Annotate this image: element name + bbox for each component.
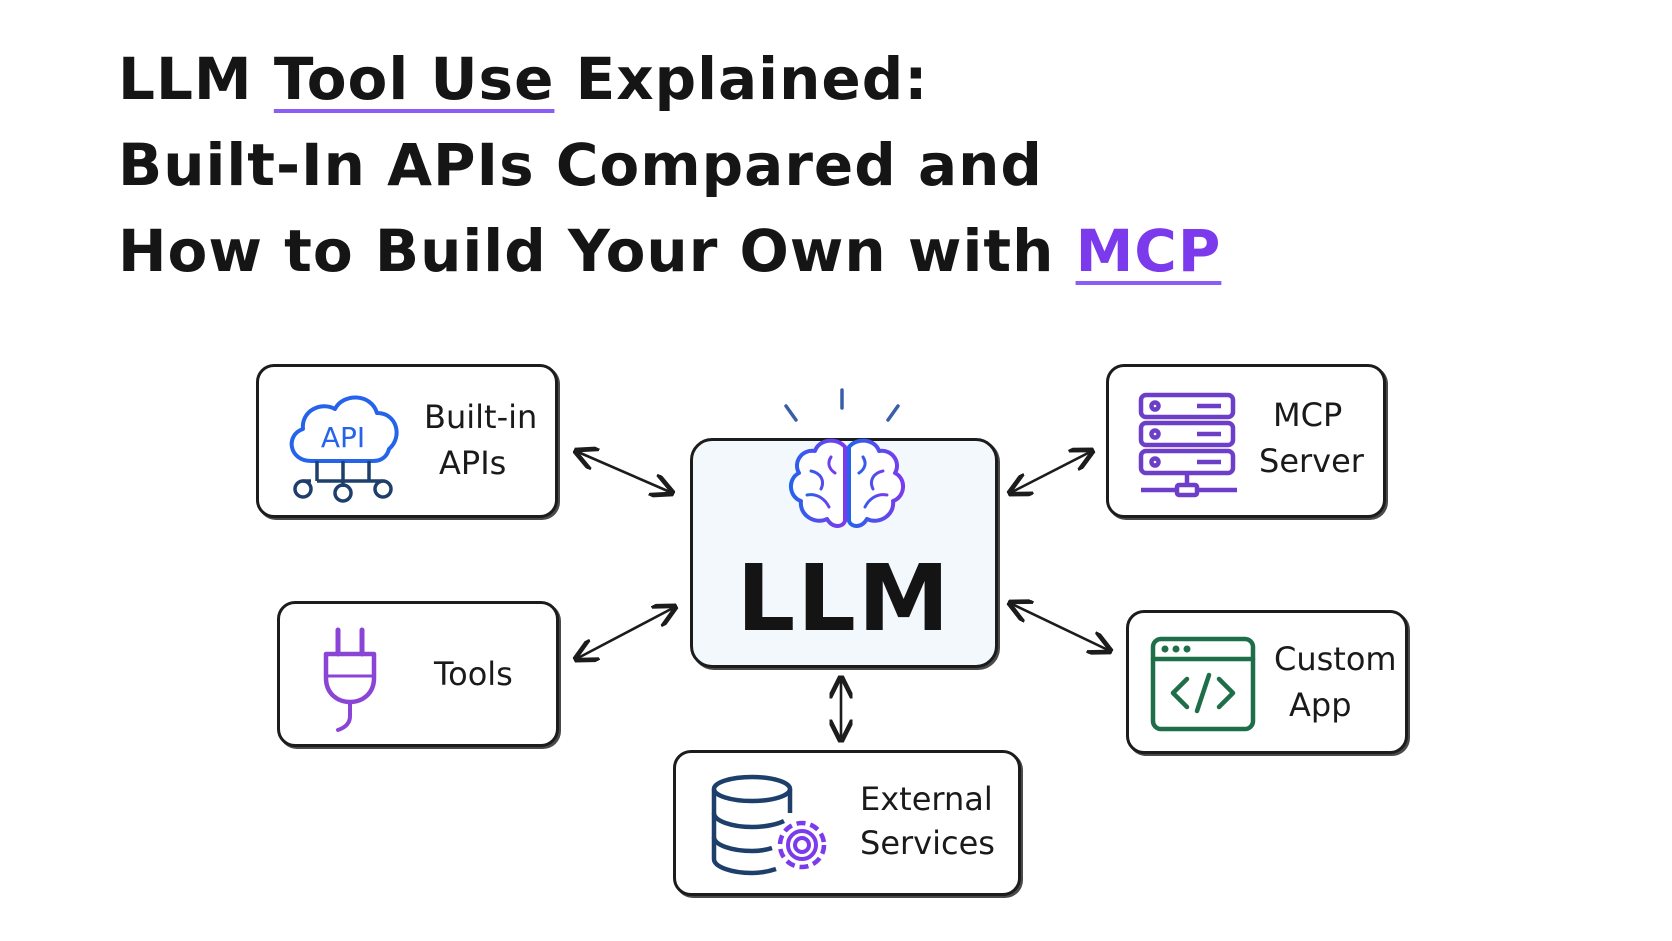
api-icon-text: API bbox=[321, 421, 365, 454]
node-tools: Tools bbox=[277, 601, 559, 747]
node-builtin-apis-label-2: APIs bbox=[439, 444, 507, 482]
title-line-1: LLM Tool Use Explained: bbox=[118, 36, 1418, 122]
node-builtin-apis: API Built-in APIs bbox=[256, 364, 558, 518]
node-custom-app-label-1: Custom bbox=[1274, 640, 1397, 678]
brain-icon bbox=[781, 433, 913, 537]
arrow-builtin-apis bbox=[578, 452, 670, 492]
node-custom-app-label-2: App bbox=[1289, 686, 1352, 724]
node-custom-app: Custom App bbox=[1126, 610, 1408, 754]
center-llm-box: LLM bbox=[690, 438, 998, 668]
title-text: Explained: bbox=[554, 45, 929, 113]
node-mcp-server: MCP Server bbox=[1106, 364, 1386, 518]
node-mcp-server-label-1: MCP bbox=[1273, 396, 1343, 434]
api-cloud-icon: API bbox=[277, 385, 409, 505]
title-highlight-mcp: MCP bbox=[1075, 217, 1222, 285]
page-title: LLM Tool Use Explained: Built-In APIs Co… bbox=[118, 36, 1418, 294]
node-mcp-server-label-2: Server bbox=[1259, 442, 1364, 480]
arrow-custom-app bbox=[1012, 604, 1108, 650]
title-text: How to Build Your Own with bbox=[118, 217, 1076, 285]
title-line-2: Built-In APIs Compared and bbox=[118, 131, 1043, 199]
node-builtin-apis-label-1: Built-in bbox=[424, 398, 538, 436]
database-gear-icon bbox=[710, 773, 840, 883]
code-window-icon bbox=[1149, 635, 1259, 735]
server-rack-icon bbox=[1137, 391, 1241, 501]
node-external-services-label-1: External bbox=[860, 780, 993, 818]
arrow-tools bbox=[578, 608, 673, 658]
arrow-mcp-server bbox=[1012, 452, 1090, 492]
node-external-services: External Services bbox=[673, 750, 1021, 896]
title-line-3: How to Build Your Own with MCP bbox=[118, 208, 1418, 294]
node-tools-label: Tools bbox=[434, 655, 513, 693]
center-llm-label: LLM bbox=[736, 545, 952, 652]
node-external-services-label-2: Services bbox=[860, 824, 995, 862]
plug-icon bbox=[320, 624, 380, 736]
title-highlight-tool-use: Tool Use bbox=[273, 45, 555, 113]
title-text: LLM bbox=[118, 45, 274, 113]
